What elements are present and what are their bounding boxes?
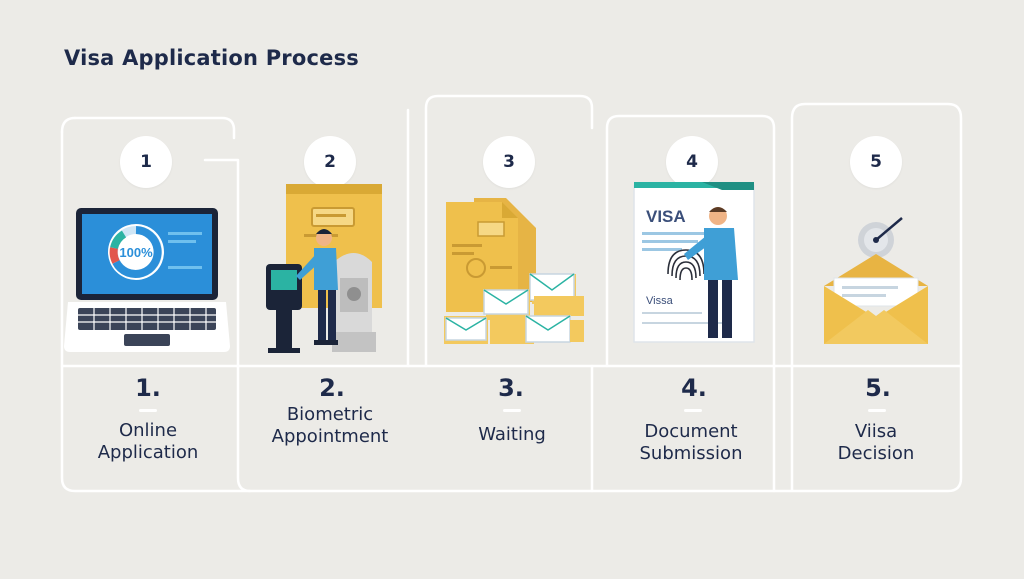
step-label: Waiting	[478, 424, 546, 445]
step-badge: 4	[666, 136, 718, 188]
step-badge: 3	[483, 136, 535, 188]
step-dash	[503, 409, 521, 412]
step-badge: 5	[850, 136, 902, 188]
step-number: 2.	[319, 374, 345, 402]
step-dash	[868, 409, 886, 412]
step-label: Viisa Decision	[837, 421, 915, 464]
step-label: Document Submission	[639, 421, 743, 464]
laptop-icon: 100%	[64, 208, 230, 352]
step-label: Biometric Appointment	[271, 404, 389, 447]
step-badge: 2	[304, 136, 356, 188]
biometric-kiosk-icon	[266, 184, 382, 353]
step-badge: 1	[120, 136, 172, 188]
visa-footer: Vissa	[646, 295, 674, 307]
step-label: Online Application	[97, 420, 199, 463]
step-dash	[139, 409, 157, 412]
visa-document-icon: VISA Vissa	[633, 182, 755, 343]
step-dash	[684, 409, 702, 412]
step-number: 1.	[135, 374, 161, 402]
document-stack-icon	[444, 198, 584, 344]
step-number: 4.	[681, 374, 707, 402]
page-title: Visa Application Process	[64, 46, 359, 70]
step-number: 3.	[498, 374, 524, 402]
progress-text: 100%	[119, 245, 153, 260]
envelope-icon	[824, 217, 928, 344]
visa-heading: VISA	[646, 207, 686, 226]
step-number: 5.	[865, 374, 891, 402]
